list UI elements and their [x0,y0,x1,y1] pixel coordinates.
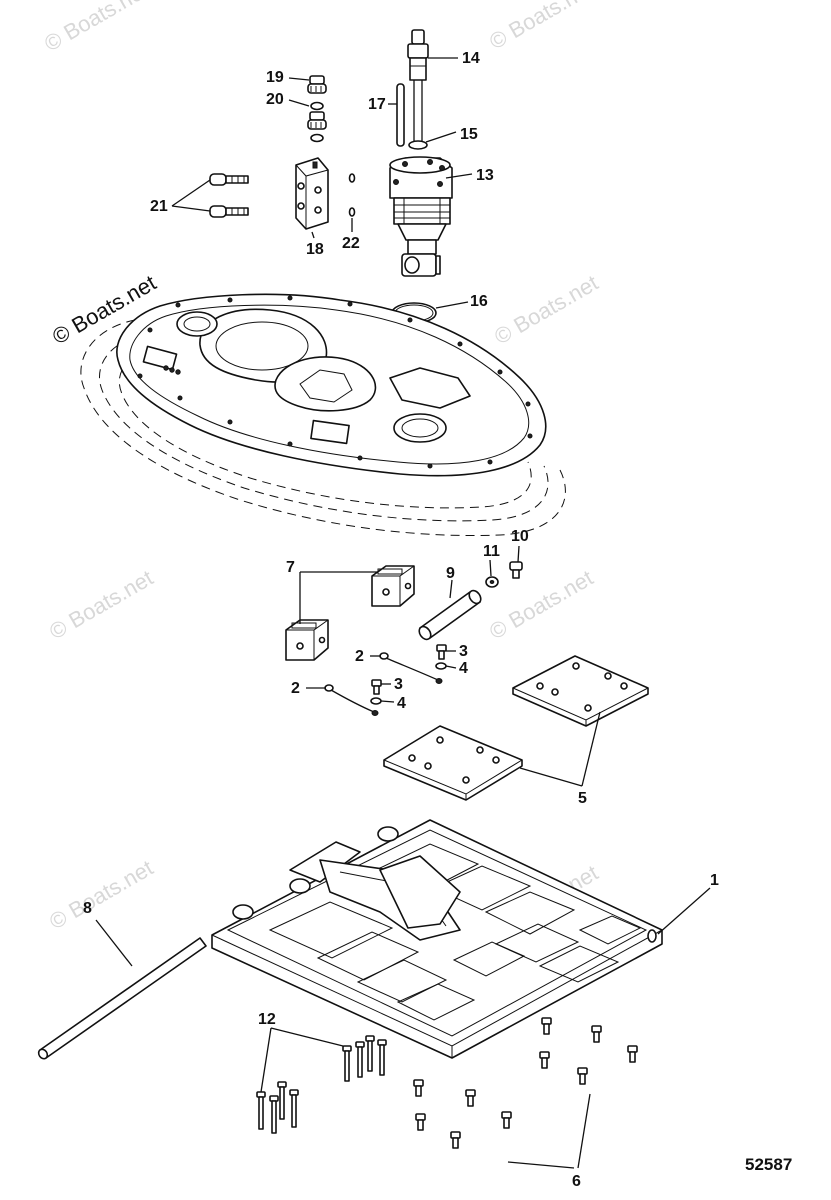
orings-22 [348,173,356,217]
callout-20: 20 [266,91,284,108]
callout-4b: 4 [397,695,406,712]
pivot-blocks-7 [285,565,415,661]
transom-housing [80,293,566,537]
callout-18: 18 [306,241,324,258]
callout-19: 19 [266,69,284,86]
callout-14: 14 [462,50,480,67]
pressure-sensor-14 [407,29,429,146]
callout-2: 2 [355,648,364,665]
document-number: 52587 [745,1155,792,1174]
callout-5: 5 [578,790,587,807]
screws-6 [413,1017,638,1149]
leader-lines [95,57,711,1169]
watermark: © Boats.net [490,270,602,349]
bolt-10 [509,561,523,579]
cover-plates-5 [383,655,649,801]
studs-21 [209,173,249,218]
callout-4: 4 [459,660,468,677]
callout-2b: 2 [291,680,300,697]
watermark: © Boats.net [45,565,157,644]
callout-12: 12 [258,1011,276,1028]
watermark: © Boats.net [40,0,152,56]
washer-11 [485,576,499,588]
watermark: © Boats.net [45,855,157,934]
hydraulic-block-18 [295,157,329,230]
callout-8: 8 [83,900,92,917]
callout-15: 15 [460,126,478,143]
callout-11: 11 [483,543,500,560]
callout-9: 9 [446,565,455,582]
fittings-19-20 [307,75,327,143]
watermark: © Boats.net [485,0,597,54]
callout-6: 6 [572,1173,581,1190]
bolts-12 [256,1035,387,1134]
watermark: © Boats.net [485,565,597,644]
callout-10: 10 [511,528,529,545]
shaft-8 [37,937,207,1060]
callout-3b: 3 [394,676,403,693]
valve-body-13 [389,156,453,277]
transom-plate-1 [211,819,663,1059]
tube-17 [396,83,405,147]
cables-2-screws-3-washers-4 [324,644,447,716]
oring-15 [408,140,428,150]
callout-21: 21 [150,198,168,215]
pin-9 [418,589,482,641]
callout-22: 22 [342,235,360,252]
callout-13: 13 [476,167,494,184]
callout-17: 17 [368,96,386,113]
callout-labels: 14 17 15 13 16 19 20 21 18 22 7 9 11 10 … [83,50,719,1190]
callout-3: 3 [459,643,468,660]
callout-7: 7 [286,559,295,576]
callout-16: 16 [470,293,488,310]
callout-1: 1 [710,872,719,889]
